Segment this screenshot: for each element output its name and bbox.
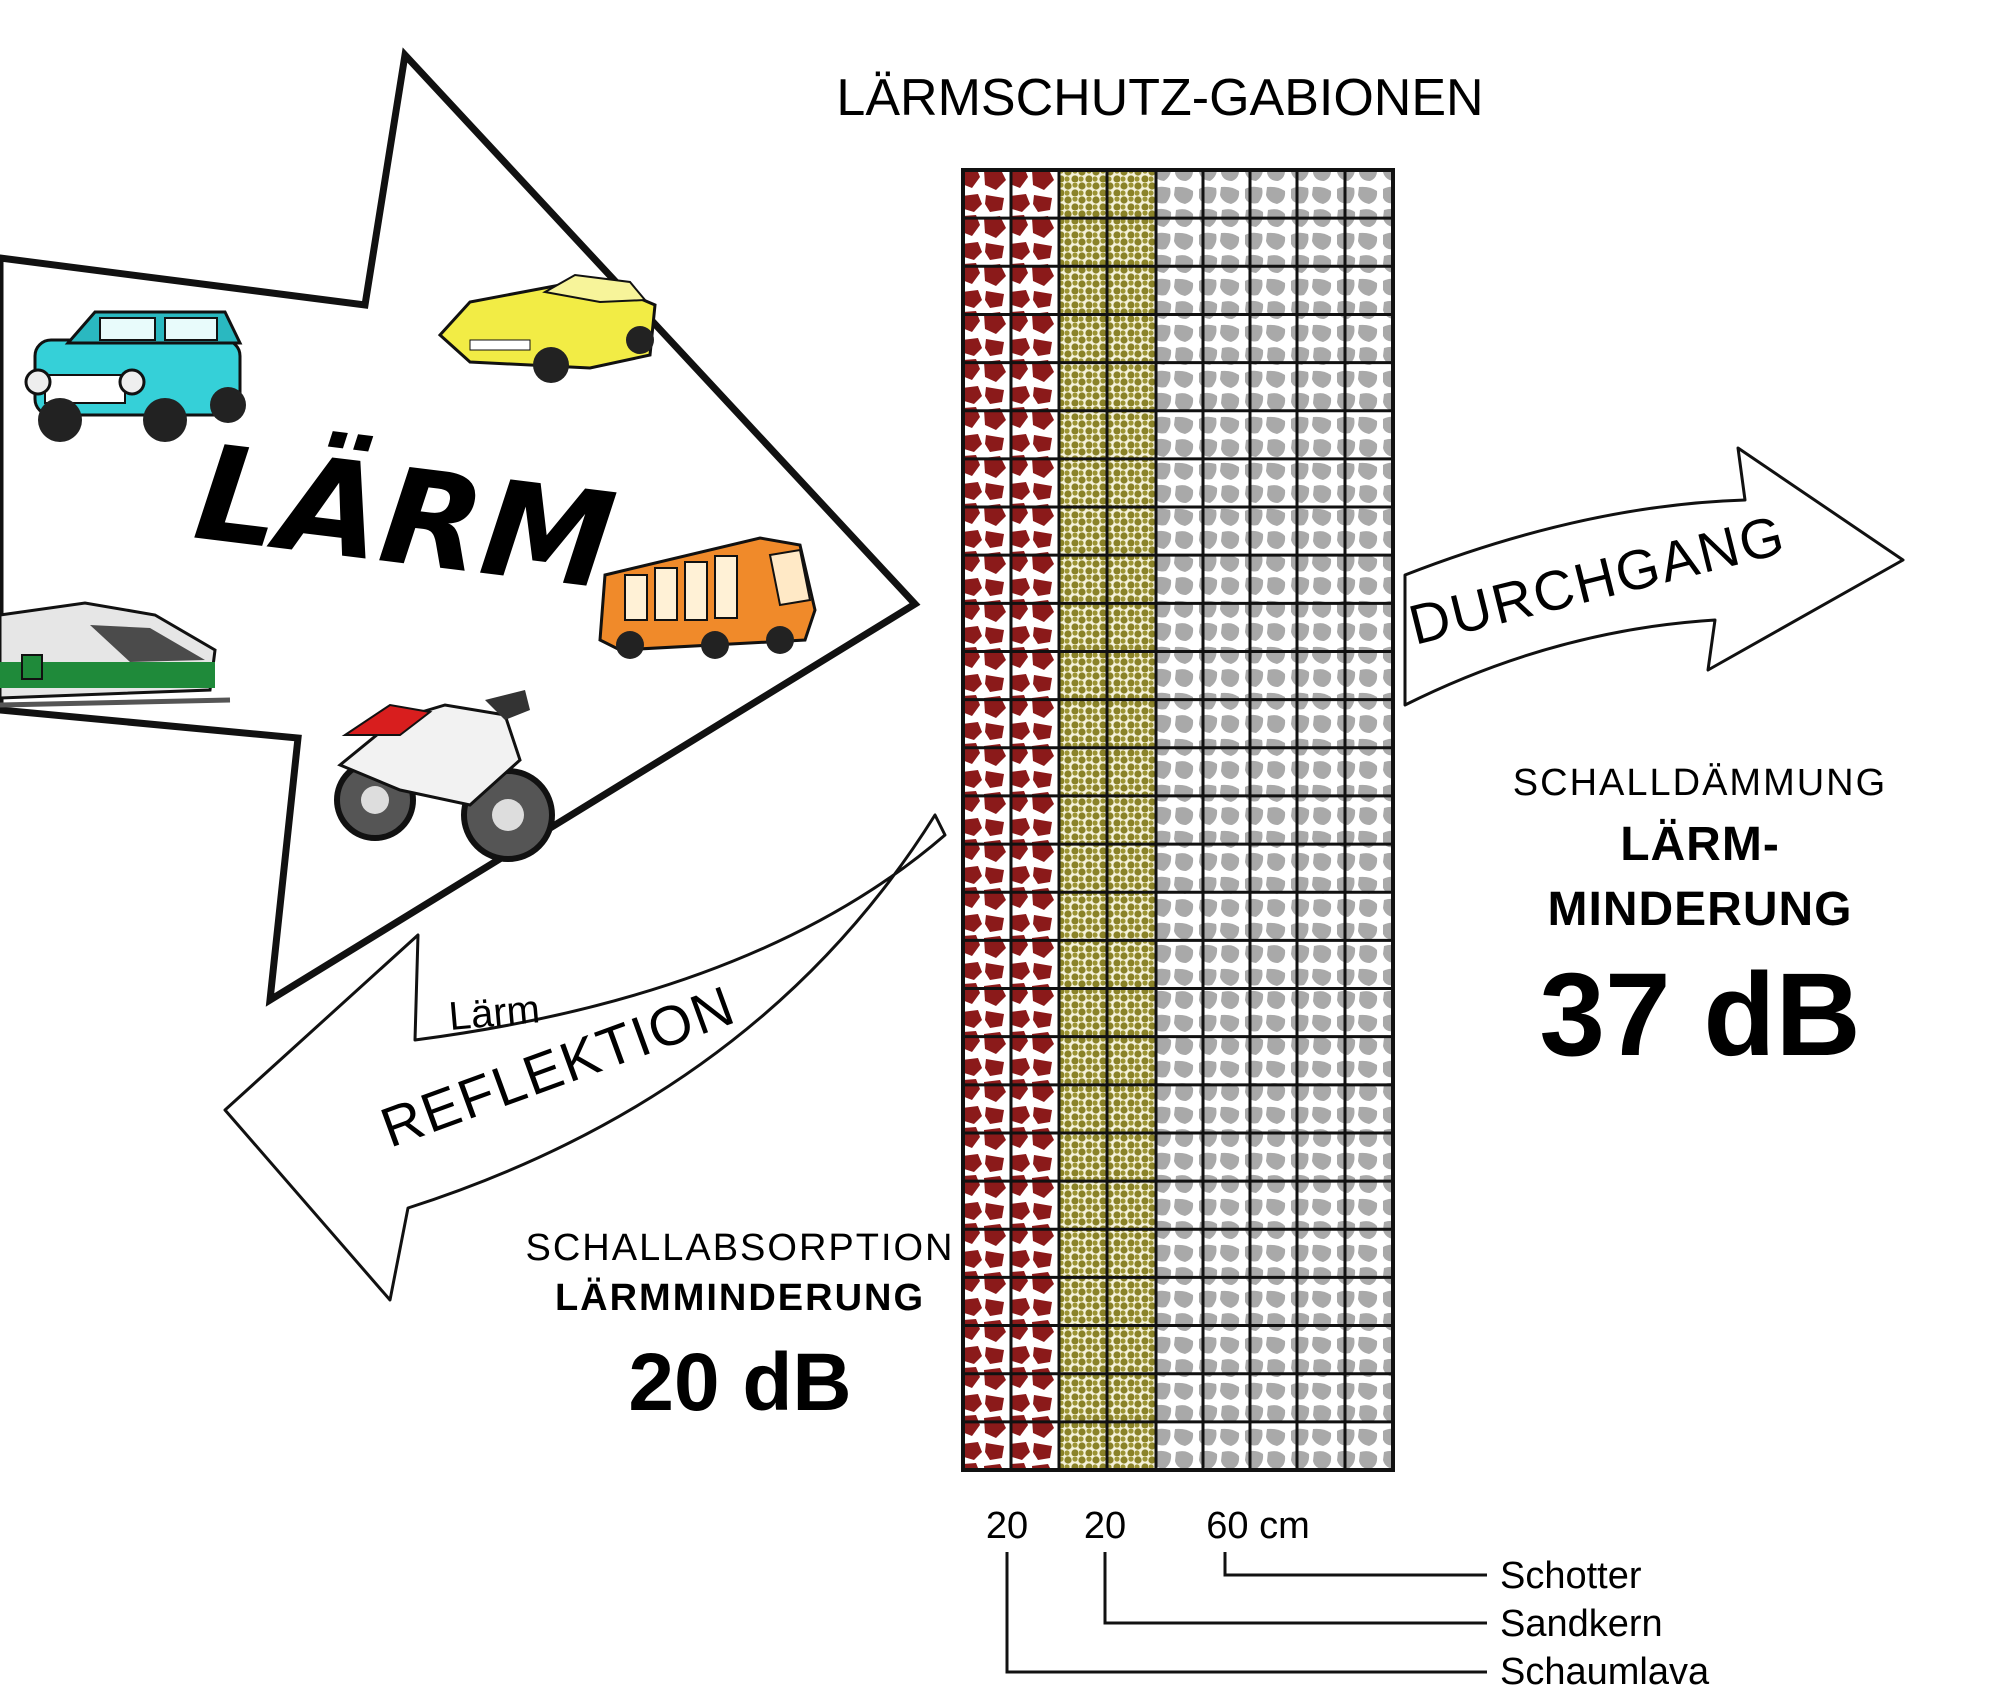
thickness-sandkern: 20 xyxy=(1084,1505,1126,1547)
legend-sandkern: Sandkern xyxy=(1500,1603,1663,1645)
absorption-subtitle: LÄRMMINDERUNG xyxy=(555,1276,925,1319)
leader-schotter xyxy=(1223,1552,1487,1577)
leader-sandkern xyxy=(1103,1552,1487,1625)
schotter-layer xyxy=(1156,170,1393,1470)
absorption-title: SCHALLABSORPTION xyxy=(526,1227,955,1269)
leader-schaumlava xyxy=(1005,1552,1487,1674)
reflection-small-label: Lärm xyxy=(447,987,542,1039)
reflection-arrow xyxy=(223,813,947,1302)
legend-schaumlava: Schaumlava xyxy=(1500,1651,1710,1687)
motorcycle-icon xyxy=(334,690,555,862)
insulation-title: SCHALLDÄMMUNG xyxy=(1513,762,1887,804)
insulation-line2: LÄRM- xyxy=(1620,818,1780,871)
insulation-value: 37 dB xyxy=(1539,949,1860,1081)
transmission-arrow xyxy=(1403,446,1905,707)
absorption-value: 20 dB xyxy=(628,1337,851,1428)
train-icon xyxy=(0,601,231,708)
insulation-line3: MINDERUNG xyxy=(1548,883,1853,936)
wall-grid xyxy=(963,170,1393,1470)
bus-icon xyxy=(598,536,817,659)
gabion-wall xyxy=(961,168,1395,1472)
noise-arrow xyxy=(0,47,921,1007)
legend-schotter: Schotter xyxy=(1500,1555,1642,1597)
sports-car-icon xyxy=(437,273,657,383)
thickness-schaumlava: 20 xyxy=(986,1505,1028,1547)
thickness-schotter: 60 cm xyxy=(1206,1505,1309,1547)
diagram-title: LÄRMSCHUTZ-GABIONEN xyxy=(836,69,1483,127)
mini-car-icon xyxy=(24,310,246,442)
